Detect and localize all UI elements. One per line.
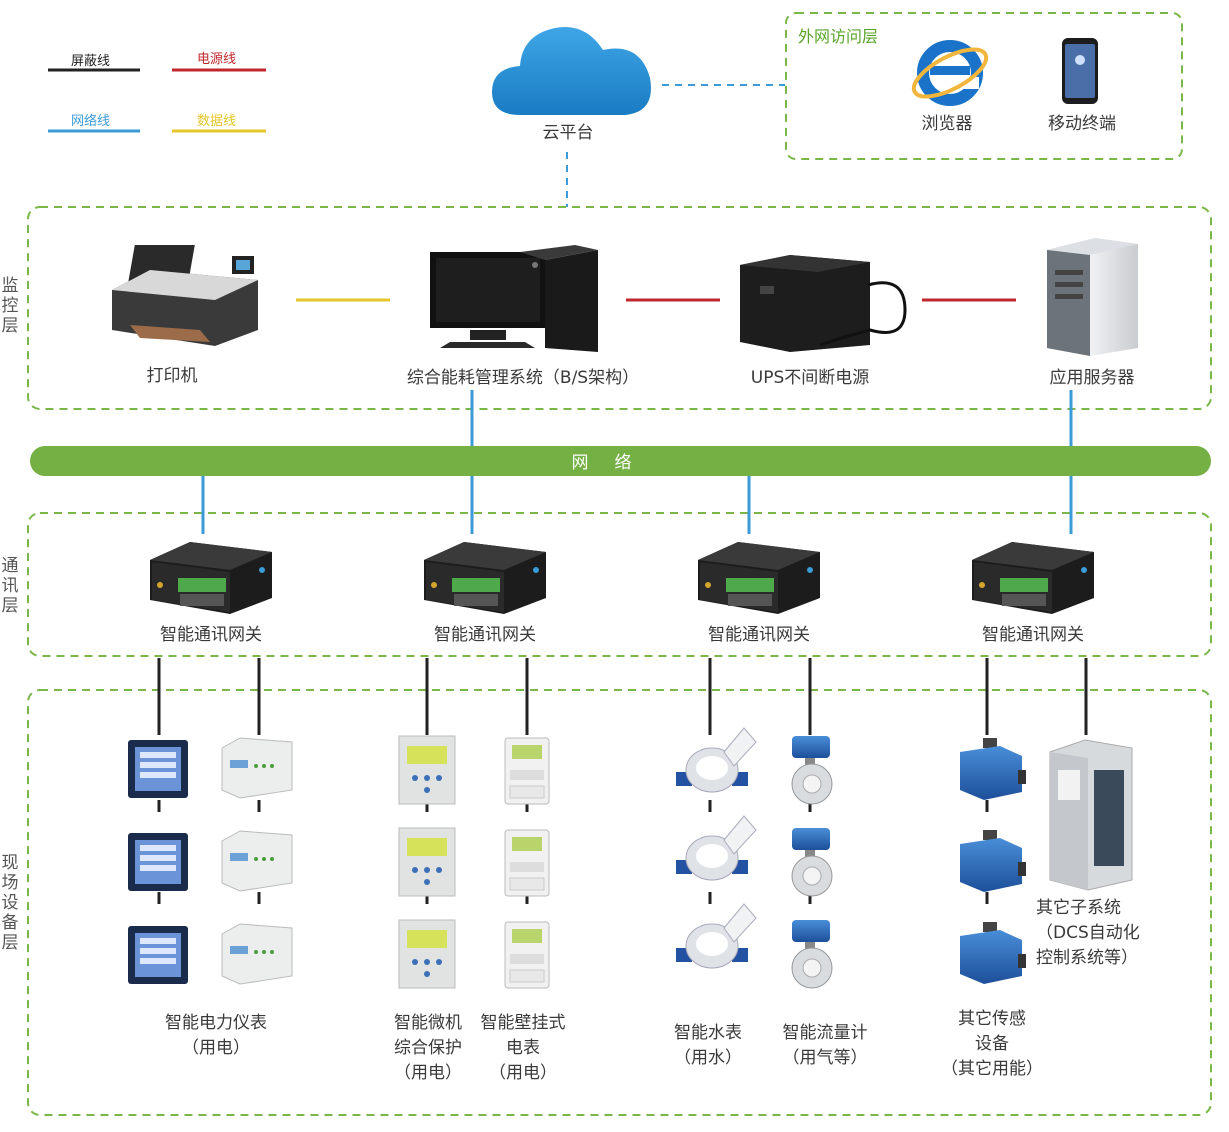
water-meter-icon (675, 815, 757, 881)
power-meter-icon (128, 740, 188, 798)
legend-power-label: 电源线 (197, 52, 237, 67)
wall-meter-icon (504, 921, 550, 989)
sensor-icon (960, 830, 1026, 892)
external-layer-border (785, 12, 1183, 160)
network-bus (30, 446, 1211, 476)
comm-layer-label: 通讯层 (1, 556, 19, 616)
cloud-icon (492, 26, 651, 115)
gateway-4-label: 智能通讯网关 (982, 625, 1084, 645)
protection-device-icon (398, 735, 456, 805)
external-layer-title: 外网访问层 (798, 27, 879, 46)
legend-network-label: 网络线 (71, 114, 111, 129)
wall-meter-icon (504, 737, 550, 805)
field-layer-border (27, 689, 1212, 1116)
legend-data-label: 数据线 (197, 114, 237, 129)
server-icon (1047, 238, 1138, 356)
subsystem-label: 其它子系统（DCS自动化控制系统等） (1036, 898, 1140, 968)
mobile-label: 移动终端 (1048, 114, 1116, 134)
comm-layer-border (27, 512, 1212, 657)
computer-icon (430, 245, 598, 352)
protection-device-icon (398, 919, 456, 989)
protection-device-icon (398, 827, 456, 897)
sensor-icon (960, 922, 1026, 984)
gateway-icon (150, 542, 272, 614)
cloud-label: 云平台 (542, 123, 594, 143)
field-links (157, 658, 1088, 735)
water-meter-icon (675, 903, 757, 969)
monitor-layer-label: 监控层 (1, 276, 19, 336)
field-layer-label: 现场设备层 (1, 853, 19, 953)
sensor-icon (960, 738, 1026, 800)
browser-icon (911, 40, 989, 106)
rail-meter-icon (221, 737, 293, 799)
ups-label: UPS不间断电源 (750, 368, 870, 388)
power-meter-icon (128, 926, 188, 984)
power-meter-label: 智能电力仪表（用电） (165, 1013, 267, 1058)
sensor-label: 其它传感设备（其它用能） (941, 1009, 1043, 1079)
server-label: 应用服务器 (1049, 368, 1135, 388)
flow-meter-icon (791, 919, 833, 989)
wall-meter-icon (504, 829, 550, 897)
gateway-icon (424, 542, 546, 614)
wall-meter-label: 智能壁挂式电表（用电） (480, 1013, 566, 1083)
layer-borders (27, 12, 1212, 1116)
rail-meter-icon (221, 923, 293, 985)
flow-meter-icon (791, 736, 833, 805)
cabinet-icon (1049, 739, 1133, 891)
printer-icon (112, 245, 258, 346)
network-label: 网络 (571, 453, 658, 473)
protection-label: 智能微机综合保护（用电） (394, 1013, 462, 1083)
power-meter-icon (128, 833, 188, 891)
gateway-3-label: 智能通讯网关 (708, 625, 810, 645)
water-meter-icon (676, 727, 757, 793)
system-label: 综合能耗管理系统（B/S架构） (406, 368, 640, 388)
mobile-phone-icon (1062, 38, 1098, 104)
rail-meter-icon (221, 830, 293, 892)
flow-meter-icon (791, 827, 833, 897)
gateway-icon (972, 542, 1094, 614)
flow-meter-label: 智能流量计（用气等） (782, 1023, 868, 1068)
gateway-2-label: 智能通讯网关 (434, 625, 536, 645)
browser-label: 浏览器 (921, 114, 973, 134)
printer-label: 打印机 (146, 366, 198, 386)
water-meter-label: 智能水表（用水） (674, 1023, 742, 1068)
legend-shield-label: 屏蔽线 (71, 54, 111, 69)
monitor-layer-border (27, 206, 1212, 410)
gateway-1-label: 智能通讯网关 (160, 625, 262, 645)
gateway-icon (698, 542, 820, 614)
ups-icon (740, 255, 907, 352)
legend (48, 68, 266, 133)
